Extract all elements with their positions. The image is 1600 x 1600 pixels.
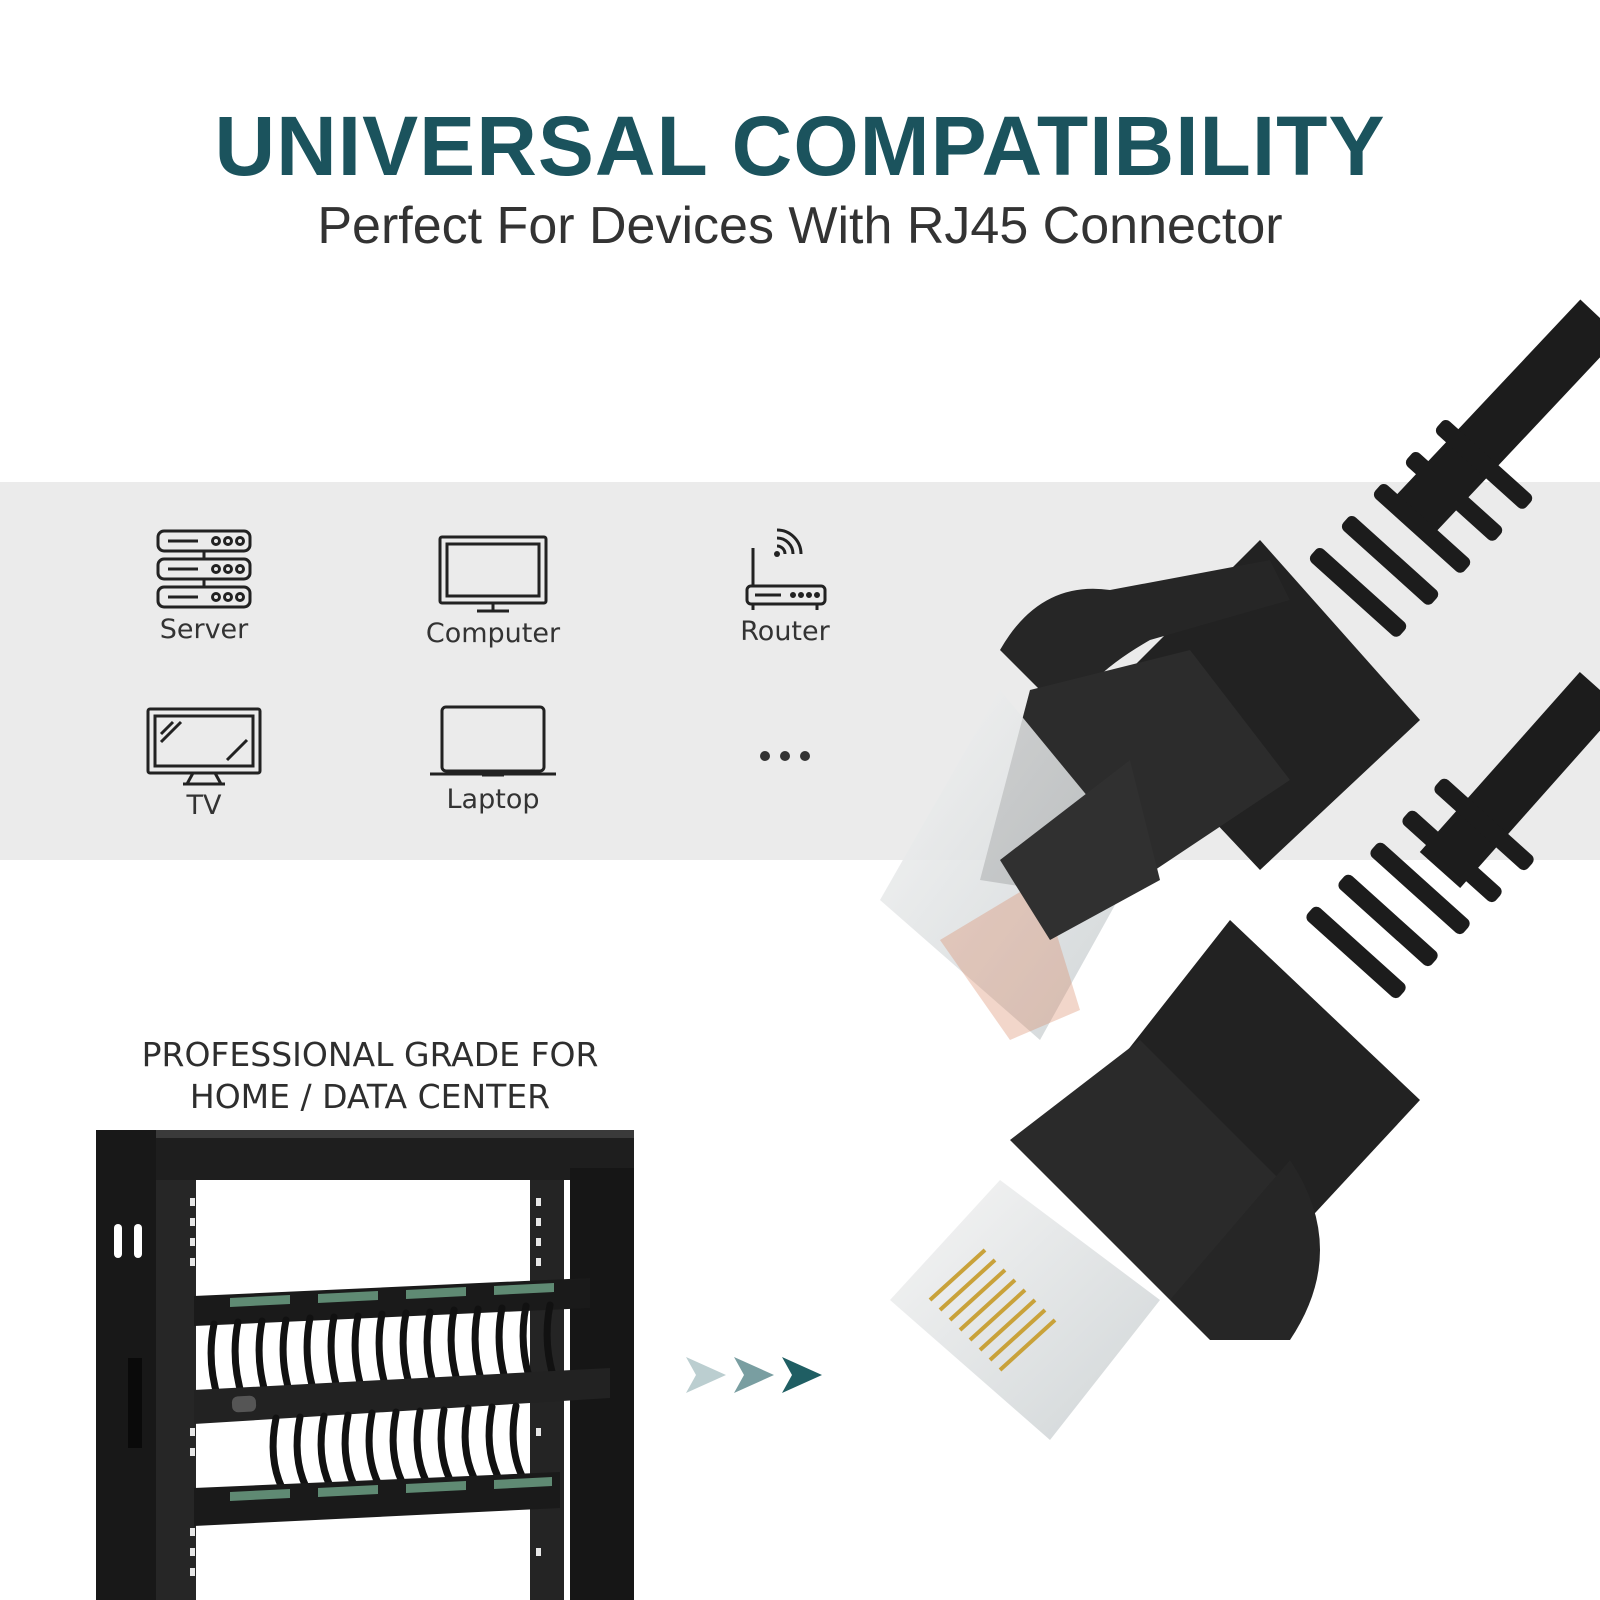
- network-rack-image: [96, 1130, 634, 1600]
- page-subtitle: Perfect For Devices With RJ45 Connector: [317, 197, 1283, 255]
- device-laptop: Laptop: [393, 704, 593, 815]
- device-label: Computer: [425, 618, 561, 649]
- rack-caption: PROFESSIONAL GRADE FOR HOME / DATA CENTE…: [90, 1034, 650, 1118]
- device-label: Server: [159, 614, 249, 645]
- monitor-icon: [438, 535, 548, 613]
- device-label: TV: [186, 790, 222, 821]
- upper-rj45-plug: [880, 299, 1600, 1040]
- laptop-icon: [430, 705, 556, 777]
- rack-caption-line1: PROFESSIONAL GRADE FOR: [141, 1035, 599, 1074]
- server-icon: [156, 529, 252, 609]
- device-computer: Computer: [393, 534, 593, 649]
- rack-caption-line2: HOME / DATA CENTER: [189, 1077, 551, 1116]
- tv-icon: [146, 707, 262, 786]
- device-label: Router: [740, 616, 830, 647]
- device-more: [685, 746, 885, 770]
- router-icon: [745, 528, 827, 610]
- page-title: UNIVERSAL COMPATIBILITY: [214, 99, 1386, 193]
- device-tv: TV: [104, 706, 304, 821]
- device-server: Server: [104, 528, 304, 645]
- device-label: Laptop: [446, 784, 540, 815]
- device-router: Router: [685, 526, 885, 647]
- arrow-right-icon: [686, 1357, 822, 1393]
- lower-rj45-plug: [890, 672, 1600, 1440]
- more-dots-icon: [760, 751, 810, 761]
